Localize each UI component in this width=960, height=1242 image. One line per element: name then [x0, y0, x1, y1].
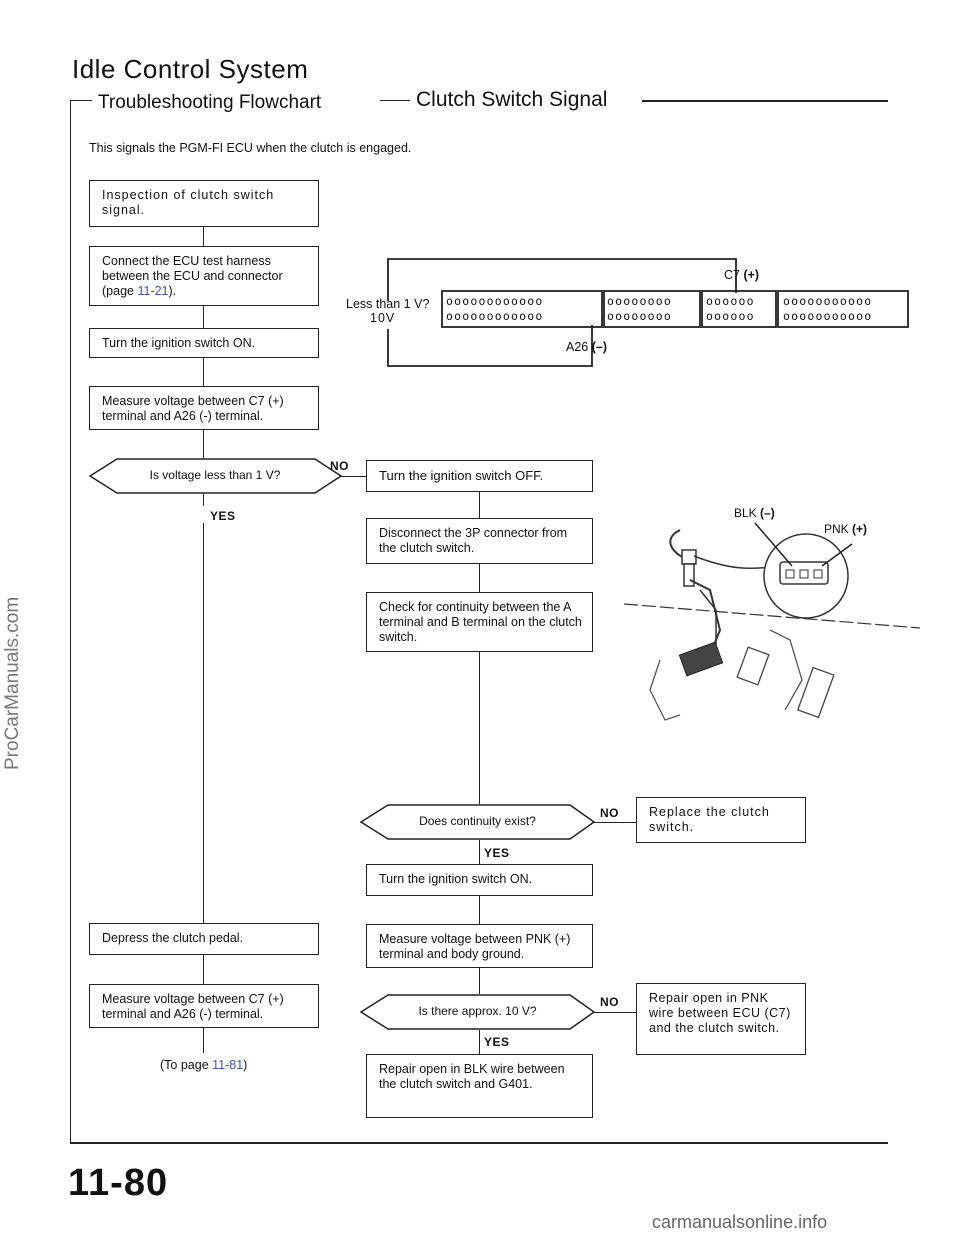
- no-branch-line: [594, 1012, 636, 1013]
- c7-terminal-label: C7 (+): [724, 268, 759, 282]
- connector-line: [203, 523, 204, 923]
- frame-top-rule-a: [70, 100, 92, 101]
- step-disconnect-3p: Disconnect the 3P connector from the clu…: [366, 518, 593, 564]
- blk-wire-label: BLK (–): [734, 506, 775, 520]
- intro-text: This signals the PGM-FI ECU when the clu…: [89, 141, 412, 155]
- to-page-text: (To page: [160, 1058, 213, 1072]
- connector-line: [203, 358, 204, 386]
- decision-10v-text: Is there approx. 10 V?: [418, 1004, 537, 1018]
- no-branch-line: [594, 822, 636, 823]
- decision-voltage-text: Is voltage less than 1 V?: [149, 468, 281, 482]
- connector-a-row1: oooooooooooo: [446, 294, 544, 308]
- step-ignition-on: Turn the ignition switch ON.: [89, 328, 319, 358]
- result-repair-blk: Repair open in BLK wire between the clut…: [366, 1054, 593, 1118]
- step-ignition-on-text: Turn the ignition switch ON.: [102, 336, 256, 350]
- step-check-text: Check for continuity between the A termi…: [379, 600, 582, 644]
- step-inspection-text: Inspection of clutch switch signal.: [102, 188, 275, 217]
- watermark-right: carmanualsonline.info: [652, 1212, 828, 1232]
- connector-a-row2: oooooooooooo: [446, 309, 544, 323]
- step-connect-harness: Connect the ECU test harness between the…: [89, 246, 319, 306]
- frame-bottom-rule: [70, 1142, 888, 1144]
- no-label: NO: [600, 806, 619, 820]
- connector-line: [203, 1028, 204, 1053]
- connector-d-row1: ooooooooooo: [783, 294, 873, 308]
- step-connect-text: Connect the ECU test harness between the…: [102, 254, 283, 298]
- page-link-11-81[interactable]: 11-81: [212, 1058, 244, 1072]
- yes-label: YES: [484, 1035, 510, 1049]
- to-page-end: ): [243, 1058, 248, 1072]
- clutch-pedal-illustration: [623, 522, 920, 721]
- connector-line: [203, 430, 204, 458]
- step-measure-voltage-2: Measure voltage between C7 (+) terminal …: [89, 984, 319, 1028]
- no-label: NO: [330, 459, 349, 473]
- connector-line: [479, 840, 480, 864]
- c7-sign: (+): [743, 268, 760, 282]
- step-disconnect-text: Disconnect the 3P connector from the clu…: [379, 526, 568, 555]
- connector-line: [203, 306, 204, 328]
- frame-left-rule: [70, 100, 71, 1144]
- step-measure-pnk: Measure voltage between PNK (+) terminal…: [366, 924, 593, 968]
- step-check-continuity: Check for continuity between the A termi…: [366, 592, 593, 652]
- step-measure-voltage: Measure voltage between C7 (+) terminal …: [89, 386, 319, 430]
- watermark-left: ProCarManuals.com: [2, 596, 23, 770]
- result-repair-pnk-text: Repair open in PNK wire between ECU (C7)…: [649, 991, 791, 1035]
- pnk-wire-label: PNK (+): [824, 522, 867, 536]
- a26-label: A26: [566, 340, 589, 354]
- connector-d-row2: ooooooooooo: [783, 309, 873, 323]
- step-measure-pnk-text: Measure voltage between PNK (+) terminal…: [379, 932, 571, 961]
- pnk-label: PNK: [824, 522, 849, 536]
- result-repair-blk-text: Repair open in BLK wire between the clut…: [379, 1062, 565, 1091]
- yes-label: YES: [210, 509, 236, 523]
- step-ignition-on-2-text: Turn the ignition switch ON.: [379, 872, 533, 886]
- frame-top-rule-c: [642, 100, 888, 102]
- connector-line: [203, 955, 204, 984]
- a26-terminal-label: A26 (–): [566, 340, 607, 354]
- to-page-reference: (To page 11-81): [160, 1058, 247, 1072]
- step-ignition-off-text: Turn the ignition switch OFF.: [379, 468, 544, 483]
- blk-sign: (–): [760, 506, 775, 520]
- a26-sign: (–): [591, 340, 608, 354]
- page-number: 11-80: [68, 1162, 169, 1204]
- step-ignition-off: Turn the ignition switch OFF.: [366, 460, 593, 492]
- voltmeter-reading-1: Less than 1 V?: [346, 297, 430, 311]
- ecu-connector-diagram: [387, 258, 909, 367]
- connector-line: [203, 227, 204, 246]
- step-measure-text: Measure voltage between C7 (+) terminal …: [102, 394, 284, 423]
- step-depress-clutch: Depress the clutch pedal.: [89, 923, 319, 955]
- step-measure-2-text: Measure voltage between C7 (+) terminal …: [102, 992, 284, 1021]
- connector-c-row1: oooooo: [706, 294, 755, 308]
- page-subtitle: Troubleshooting Flowchart: [98, 92, 322, 113]
- no-label: NO: [600, 995, 619, 1009]
- c7-label: C7: [724, 268, 740, 282]
- connector-line: [479, 492, 480, 518]
- page-link-11-21[interactable]: 11-21: [137, 284, 169, 298]
- step-inspection: Inspection of clutch switch signal.: [89, 180, 319, 227]
- no-branch-line: [341, 476, 367, 477]
- blk-label: BLK: [734, 506, 757, 520]
- yes-label: YES: [484, 846, 510, 860]
- result-replace-text: Replace the clutch switch.: [649, 805, 770, 834]
- frame-top-rule-b: [380, 100, 410, 101]
- connector-line: [479, 564, 480, 592]
- page-title: Idle Control System: [72, 54, 309, 84]
- step-depress-text: Depress the clutch pedal.: [102, 931, 244, 945]
- connector-b-row2: oooooooo: [607, 309, 672, 323]
- section-title: Clutch Switch Signal: [416, 88, 608, 111]
- step-connect-end: ).: [168, 284, 177, 298]
- connector-line: [203, 494, 204, 506]
- result-repair-pnk: Repair open in PNK wire between ECU (C7)…: [636, 983, 806, 1055]
- voltmeter-reading-2: 10V: [370, 311, 396, 325]
- connector-c-row2: oooooo: [706, 309, 755, 323]
- result-replace-switch: Replace the clutch switch.: [636, 797, 806, 843]
- connector-line: [479, 968, 480, 994]
- connector-line: [479, 652, 480, 804]
- decision-continuity-text: Does continuity exist?: [419, 814, 536, 828]
- step-ignition-on-2: Turn the ignition switch ON.: [366, 864, 593, 896]
- pnk-sign: (+): [852, 522, 868, 536]
- connector-b-row1: oooooooo: [607, 294, 672, 308]
- connector-line: [479, 896, 480, 924]
- connector-line: [479, 1030, 480, 1054]
